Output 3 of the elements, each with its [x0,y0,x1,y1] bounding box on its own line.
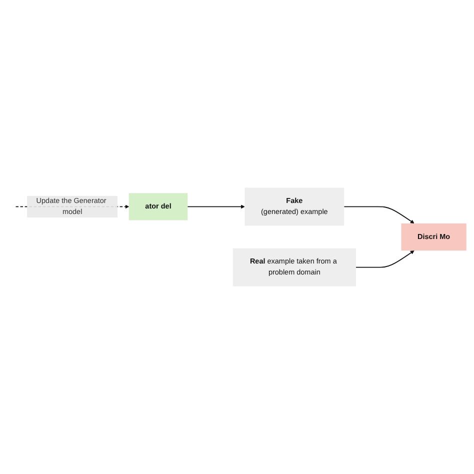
arrow [187,204,245,209]
arrow [356,250,414,268]
arrow [344,206,414,224]
